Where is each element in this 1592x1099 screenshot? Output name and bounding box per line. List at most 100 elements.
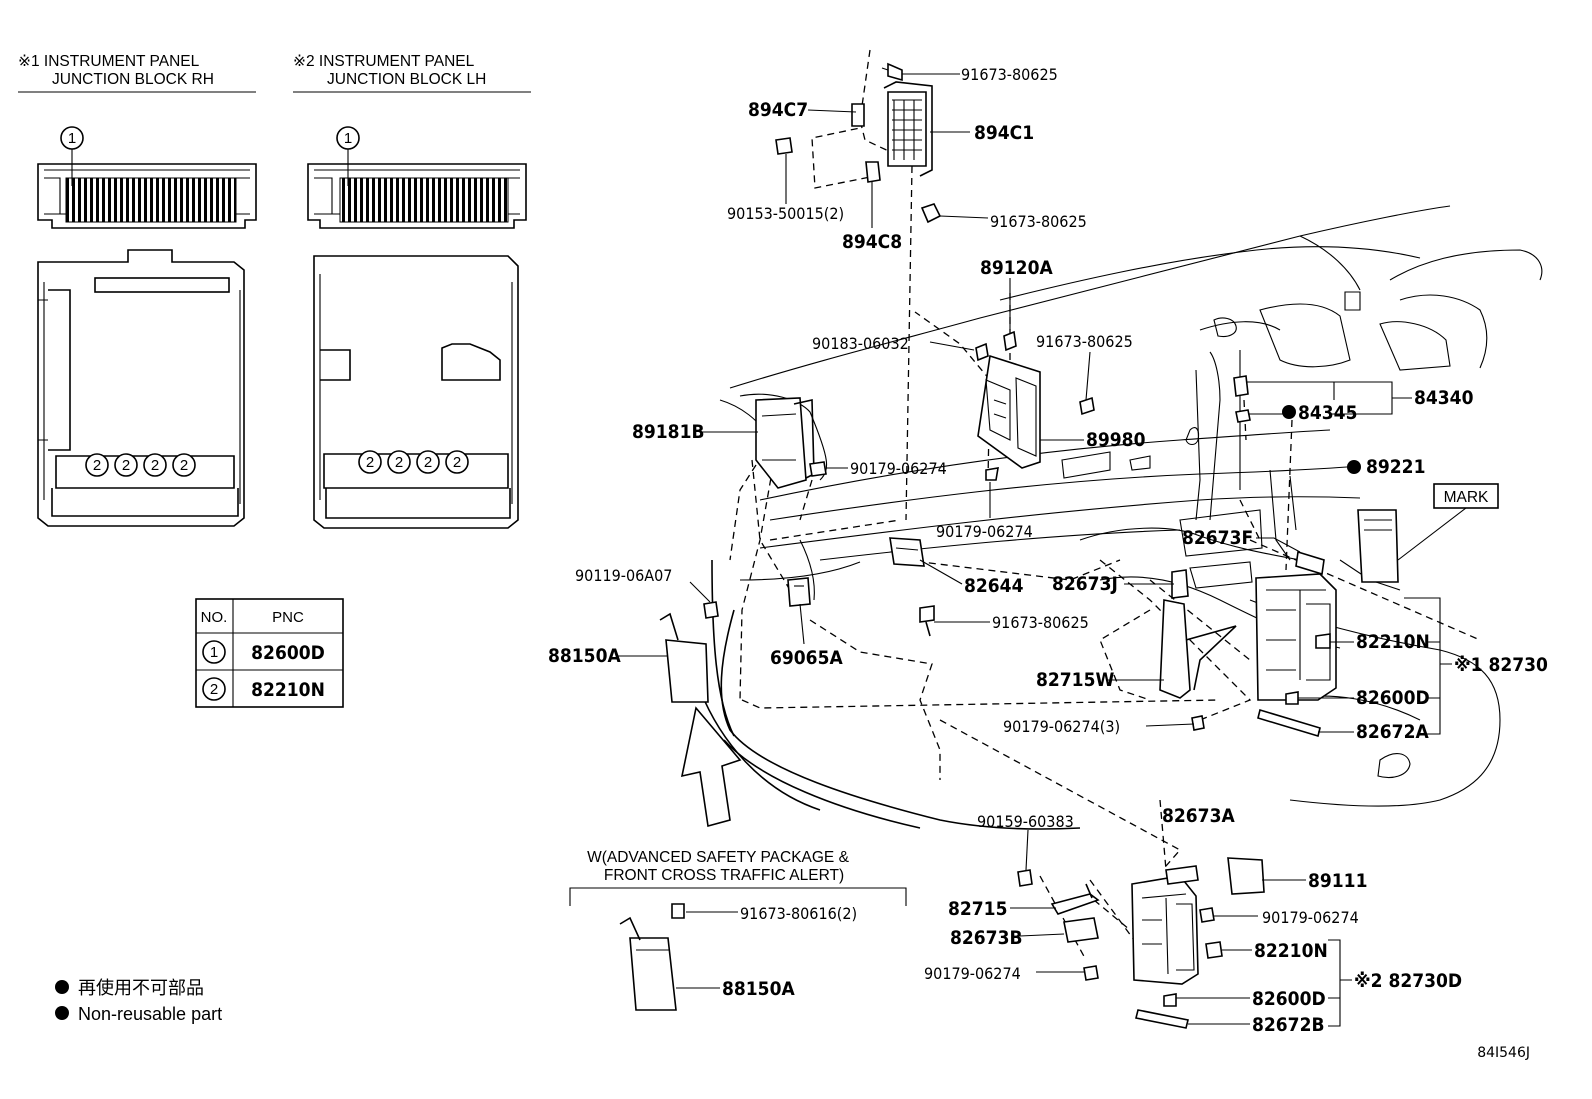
label-91673-80625-c: 91673-80625 — [1036, 332, 1133, 351]
lh-circle-2b: 2 — [395, 454, 403, 471]
label-89221: 89221 — [1366, 456, 1425, 478]
label-82715: 82715 — [948, 898, 1007, 920]
label-90179-06274-b: 90179-06274 — [936, 522, 1033, 541]
label-91673-80625-d: 91673-80625 — [992, 613, 1089, 632]
mark-label-text: MARK — [1444, 489, 1489, 506]
rh-circle-2d: 2 — [180, 457, 188, 474]
label-82600D-a: 82600D — [1356, 687, 1430, 709]
bracket-82715 — [1017, 869, 1100, 981]
legend-dot-en — [55, 1006, 69, 1020]
legend-en-text: Non-reusable part — [78, 1004, 222, 1024]
rh-header-line2: JUNCTION BLOCK RH — [52, 71, 214, 88]
label-88150A-a: 88150A — [548, 645, 621, 667]
label-91673-80625-a: 91673-80625 — [961, 65, 1058, 84]
table-row1-no: 1 — [210, 644, 218, 661]
junction-block-82730D — [1131, 857, 1265, 1029]
label-90179-06274-c: 90179-06274 — [1262, 908, 1359, 927]
module-89221: MARK — [1357, 483, 1499, 583]
rh-circle-2-group: 2 2 2 2 — [85, 453, 196, 477]
option-line2: FRONT CROSS TRAFFIC ALERT) — [604, 867, 844, 884]
sensor-88150A-upper — [659, 601, 719, 703]
reference-code: 84I546J — [1477, 1045, 1530, 1061]
rh-circle-2c: 2 — [151, 457, 159, 474]
junction-block-82730 — [1255, 550, 1337, 738]
ecu-894C1-assembly — [775, 62, 942, 224]
label-82210N-a: 82210N — [1356, 631, 1430, 653]
rh-connector-face: 1 — [37, 126, 257, 229]
rh-callout-1-text: 1 — [68, 130, 76, 147]
label-894C1: 894C1 — [974, 122, 1034, 144]
label-89120A: 89120A — [980, 257, 1053, 279]
label-91673-80625-b: 91673-80625 — [990, 212, 1087, 231]
label-89980: 89980 — [1086, 429, 1146, 451]
lh-junction-header: ※2 INSTRUMENT PANEL JUNCTION BLOCK LH — [293, 53, 531, 93]
mark-label-box — [1433, 483, 1499, 509]
table-row2-pnc: 82210N — [251, 679, 325, 701]
lh-connector-face: 1 — [307, 126, 527, 229]
rh-junction-body: 2 2 2 2 — [37, 249, 245, 527]
label-90179-06274-d: 90179-06274 — [924, 964, 1021, 983]
label-90159-60383: 90159-60383 — [977, 812, 1074, 831]
connector-69065A — [787, 577, 811, 607]
label-69065A: 69065A — [770, 647, 843, 669]
label-90179-06274-3: 90179-06274(3) — [1003, 717, 1120, 736]
label-82644: 82644 — [964, 575, 1024, 597]
label-88150A-b: 88150A — [722, 978, 795, 1000]
rh-circle-2a: 2 — [93, 457, 101, 474]
rh-header-line1: ※1 INSTRUMENT PANEL — [18, 53, 200, 70]
label-82673A: 82673A — [1162, 805, 1235, 827]
label-82730: ※1 82730 — [1454, 654, 1548, 676]
rh-junction-header: ※1 INSTRUMENT PANEL JUNCTION BLOCK RH — [18, 53, 256, 93]
label-82730D: ※2 82730D — [1354, 970, 1462, 992]
rh-circle-2b: 2 — [122, 457, 130, 474]
label-89181B: 89181B — [632, 421, 705, 443]
label-82673J: 82673J — [1052, 573, 1118, 595]
table-row1-pnc: 82600D — [251, 642, 325, 664]
label-89111: 89111 — [1308, 870, 1367, 892]
label-82672B: 82672B — [1252, 1014, 1325, 1036]
label-84345: 84345 — [1298, 402, 1357, 424]
table-row2-no: 2 — [210, 681, 218, 698]
legend-dot-jp — [55, 980, 69, 994]
legend: 再使用不可部品 Non-reusable part — [55, 978, 222, 1024]
lh-header-line1: ※2 INSTRUMENT PANEL — [293, 53, 475, 70]
label-82210N-b: 82210N — [1254, 940, 1328, 962]
label-91673-80616: 91673-80616(2) — [740, 904, 857, 923]
table-header-no: NO. — [201, 609, 228, 626]
bracket-82715W — [1159, 569, 1237, 731]
label-82600D-b: 82600D — [1252, 988, 1326, 1010]
legend-jp-text: 再使用不可部品 — [78, 978, 204, 998]
label-894C7: 894C7 — [748, 99, 808, 121]
part-labels: 91673-80625 894C7 894C1 90153-50015(2) 9… — [548, 65, 1548, 1036]
lh-circle-2-group: 2 2 2 2 — [358, 450, 469, 474]
label-82673F: 82673F — [1182, 527, 1253, 549]
label-90153-50015: 90153-50015(2) — [727, 204, 844, 223]
connector-82644 — [889, 537, 935, 637]
option-line1: W(ADVANCED SAFETY PACKAGE & — [587, 849, 849, 866]
switch-84340 — [1233, 375, 1251, 423]
label-84340: 84340 — [1414, 387, 1474, 409]
lh-circle-2d: 2 — [453, 454, 461, 471]
lh-circle-2c: 2 — [424, 454, 432, 471]
module-89980 — [975, 330, 1095, 481]
module-89181B — [755, 397, 827, 489]
table-header-pnc: PNC — [272, 609, 304, 626]
lh-circle-2a: 2 — [366, 454, 374, 471]
label-894C8: 894C8 — [842, 231, 902, 253]
pnc-table: NO. PNC 1 82600D 2 82210N — [195, 598, 344, 708]
lh-junction-body: 2 2 2 2 — [313, 255, 519, 529]
label-82715W: 82715W — [1036, 669, 1114, 691]
label-90119-06A07: 90119-06A07 — [575, 566, 672, 585]
direction-arrow — [680, 706, 742, 828]
label-82672A: 82672A — [1356, 721, 1429, 743]
label-82673B: 82673B — [950, 927, 1023, 949]
lh-header-line2: JUNCTION BLOCK LH — [327, 71, 486, 88]
option-box: W(ADVANCED SAFETY PACKAGE & FRONT CROSS … — [569, 849, 907, 1011]
lh-callout-1-text: 1 — [344, 130, 352, 147]
label-90179-06274-a: 90179-06274 — [850, 459, 947, 478]
dashed-leaders — [729, 49, 1481, 961]
nonreusable-dot-84345 — [1282, 405, 1296, 419]
nonreusable-dot-89221 — [1347, 460, 1361, 474]
label-90183-06032: 90183-06032 — [812, 334, 909, 353]
